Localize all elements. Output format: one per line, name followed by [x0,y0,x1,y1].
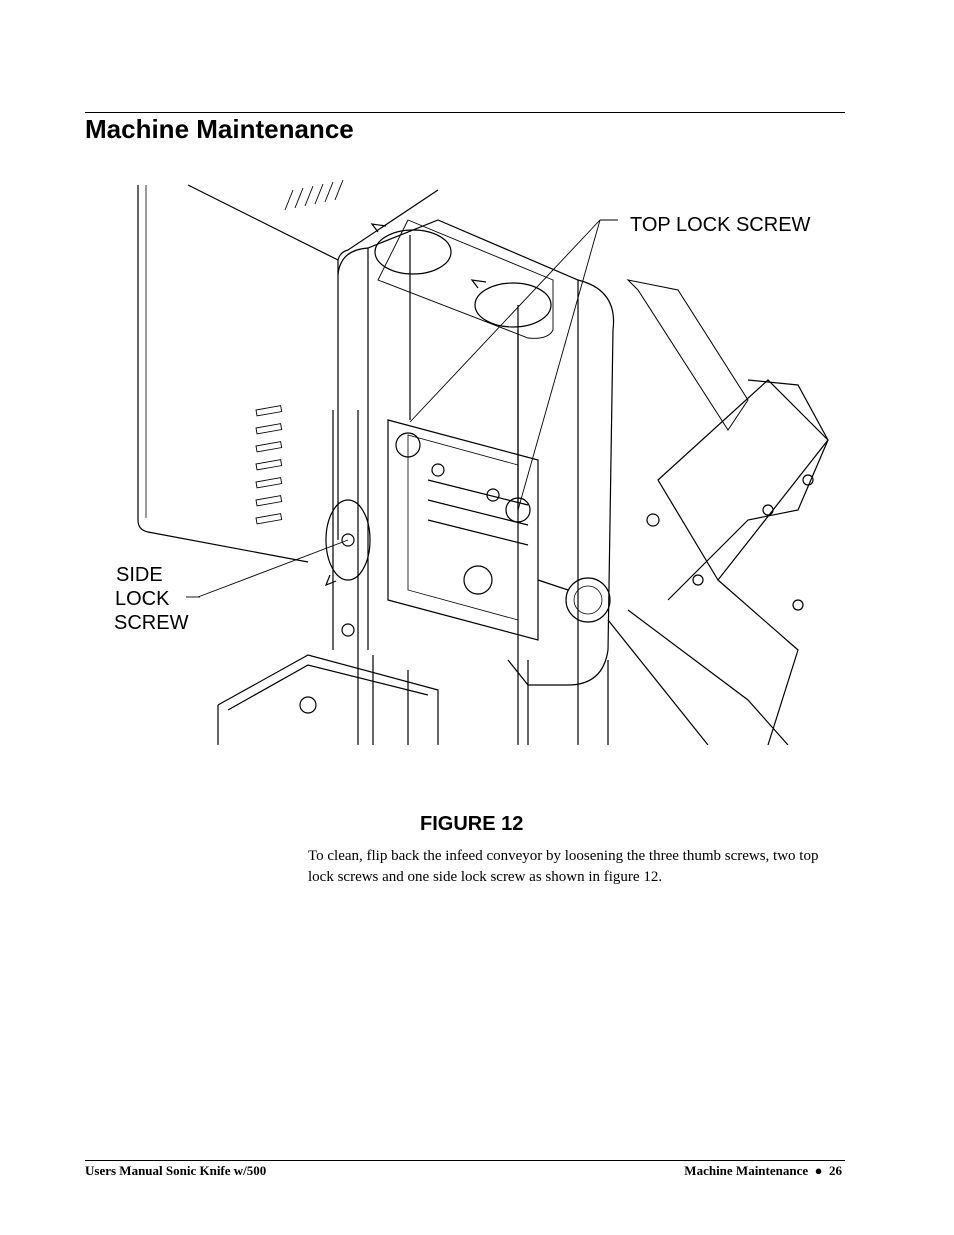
side-lock-screw-label-line3: SCREW [114,612,189,634]
footer-rule [85,1160,845,1161]
page-title: Machine Maintenance [85,114,354,144]
figure-caption: FIGURE 12 [420,813,524,835]
header-rule [85,112,845,113]
machine-figure [137,180,829,745]
body-paragraph: To clean, flip back the infeed conveyor … [308,848,819,885]
footer-left: Users Manual Sonic Knife w/500 [85,1163,267,1178]
side-lock-screw-label-line2: LOCK [115,588,170,610]
top-lock-screw-label: TOP LOCK SCREW [630,214,811,236]
footer-right: Machine Maintenance ● 26 [684,1163,842,1178]
side-lock-screw-label-line1: SIDE [116,564,163,586]
